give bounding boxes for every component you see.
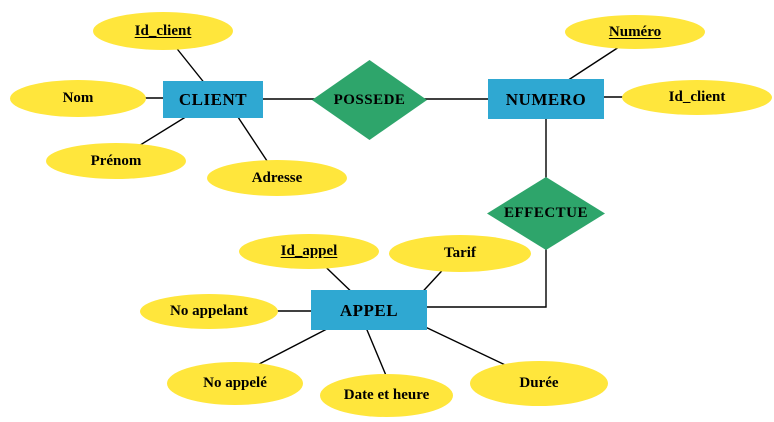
relationship-label: EFFECTUE [503, 205, 588, 221]
attribute-label: Nom [62, 90, 94, 106]
attribute-label: Adresse [251, 169, 303, 186]
attribute-label: Id_client [134, 22, 192, 39]
attribute-date-et-heure: Date et heure [320, 374, 453, 417]
attribute-label: No appelé [203, 375, 267, 391]
attribute-label: Durée [519, 375, 559, 391]
entity-label: APPEL [339, 300, 399, 320]
entity-appel: APPEL [311, 290, 427, 330]
attribute-id-client-of-numero: Id_client [622, 80, 772, 115]
attribute-label: Prénom [90, 152, 142, 169]
entity-client: CLIENT [163, 81, 263, 118]
entity-label: CLIENT [178, 90, 248, 109]
attribute-label: Id_client [668, 89, 726, 105]
attribute-label: Numéro [608, 23, 662, 40]
attribute-tarif: Tarif [389, 235, 531, 272]
attribute-id-appel: Id_appel [239, 234, 379, 269]
entity-numero: NUMERO [488, 79, 604, 119]
attribute-adresse: Adresse [207, 160, 347, 196]
attribute-label: Tarif [444, 245, 476, 261]
attribute-duree: Durée [470, 361, 608, 406]
relationship-label: POSSEDE [333, 91, 406, 108]
attribute-label: No appelant [170, 303, 248, 319]
attribute-prenom: Prénom [46, 143, 186, 179]
attribute-label: Date et heure [343, 387, 430, 403]
attribute-nom: Nom [10, 80, 146, 117]
attribute-label: Id_appel [280, 243, 338, 259]
entity-label: NUMERO [505, 89, 587, 109]
attribute-id-client-of-client: Id_client [93, 12, 233, 50]
attribute-numero: Numéro [565, 15, 705, 49]
attribute-no-appelant: No appelant [140, 294, 278, 329]
attribute-no-appele: No appelé [167, 362, 303, 405]
